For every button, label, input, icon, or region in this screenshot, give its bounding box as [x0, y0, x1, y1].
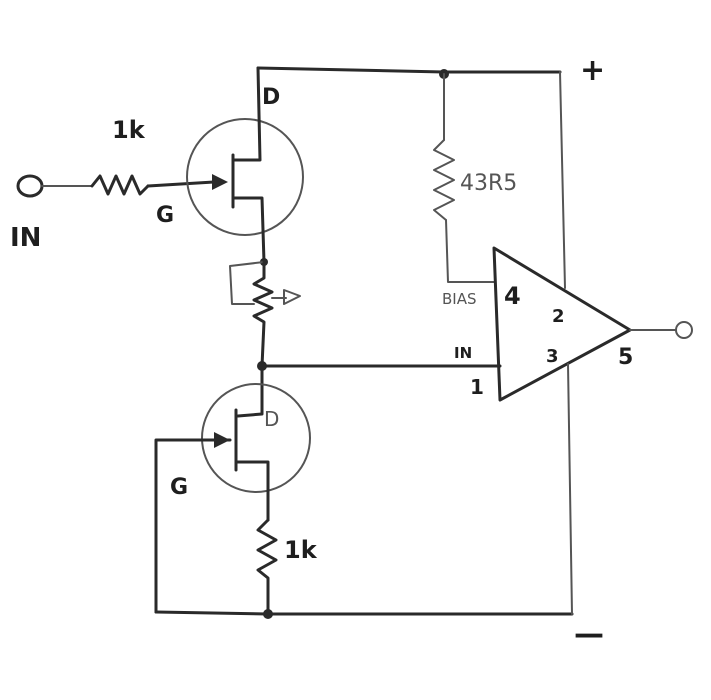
label-pin-supply: 2 [552, 306, 565, 327]
label-supply-minus: — [574, 617, 604, 652]
jfet-bottom-circle [201, 383, 311, 493]
wire-supply-to-pin2 [559, 71, 566, 289]
label-pin-in-text: IN [454, 344, 472, 362]
label-pin-ground: 3 [546, 346, 559, 367]
wire-gate-top [146, 180, 216, 188]
wire-bias-to-pin4 [445, 219, 495, 283]
label-gate-top: G [156, 203, 174, 228]
pot-wiper-arrow [283, 289, 301, 305]
label-pin-out: 5 [618, 345, 633, 370]
input-terminal [16, 174, 44, 198]
jfet-bottom-source-lead [234, 460, 270, 522]
label-bias: BIAS [442, 290, 477, 308]
jfet-top-gate-arrow [212, 174, 228, 190]
label-r-bias: 43R5 [460, 171, 517, 196]
wire-pot-bypass [229, 261, 265, 305]
potentiometer [252, 260, 274, 368]
amplifier-triangle [492, 246, 632, 402]
label-supply-plus: + [580, 53, 605, 88]
output-terminal [675, 321, 693, 339]
resistor-input [90, 174, 150, 196]
label-in: IN [10, 223, 41, 253]
wire-gate-bottom-feedback [154, 438, 232, 614]
jfet-bottom-drain-lead [236, 364, 264, 418]
jfet-top-source-lead [231, 196, 266, 264]
label-pin-in: 1 [470, 375, 484, 399]
label-gate-bottom: G [170, 475, 188, 500]
jfet-top-circle [186, 118, 304, 236]
wire-ground-to-pin3 [567, 363, 573, 615]
label-r-source: 1k [284, 536, 318, 564]
wire-ground-bottom [154, 610, 574, 616]
jfet-top-drain-lead [231, 66, 262, 162]
label-drain-bottom: D [264, 407, 279, 431]
node-ground [263, 609, 273, 619]
wire-supply-top [256, 66, 562, 74]
resistor-source [256, 518, 278, 614]
resistor-bias [433, 139, 455, 221]
label-drain-top: D [262, 85, 280, 110]
label-pin-bias: 4 [504, 282, 521, 310]
label-r-in: 1k [112, 116, 146, 144]
